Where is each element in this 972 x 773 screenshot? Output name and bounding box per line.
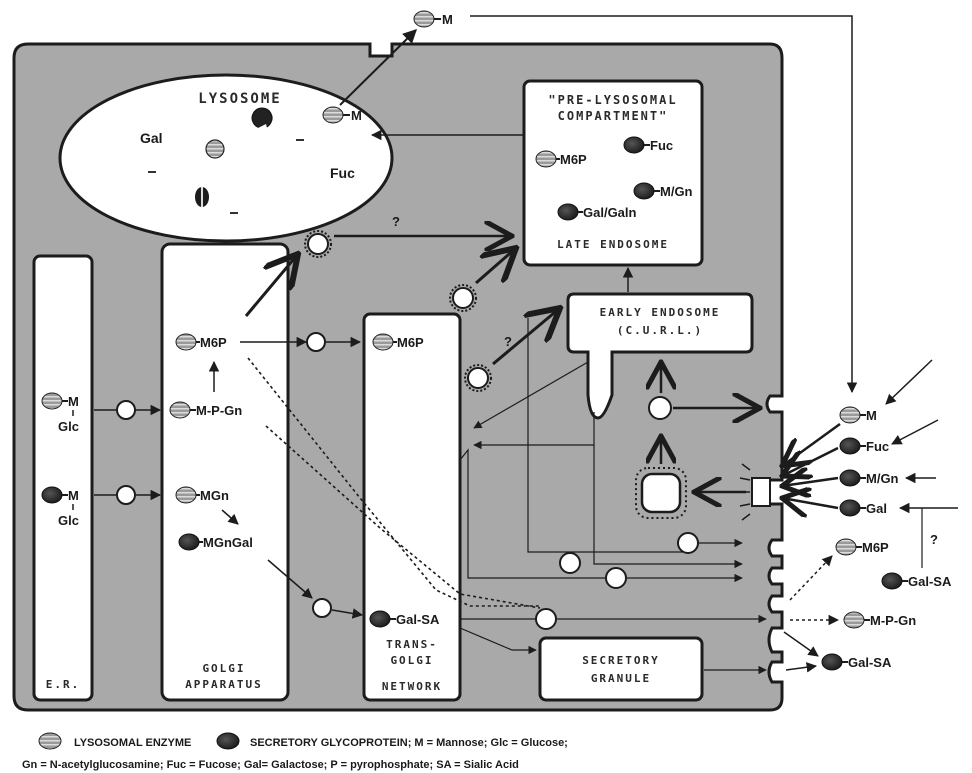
svg-text:M: M xyxy=(68,488,79,503)
tgn-galsa: Gal-SA xyxy=(370,611,440,627)
tgn-m6p: M6P xyxy=(373,334,424,350)
prelyso-label-2: COMPARTMENT" xyxy=(558,109,669,123)
out-Fuc: Fuc xyxy=(840,438,889,454)
lyso-gal-label: Gal xyxy=(140,130,163,146)
out-M: M xyxy=(840,407,877,423)
coated-pit xyxy=(752,478,770,506)
svg-text:M6P: M6P xyxy=(397,335,424,350)
svg-text:Glc: Glc xyxy=(58,513,79,528)
svg-text:Gal-SA: Gal-SA xyxy=(396,612,440,627)
svg-text:M6P: M6P xyxy=(560,152,587,167)
svg-text:Gal/Galn: Gal/Galn xyxy=(583,205,637,220)
svg-text:M: M xyxy=(351,108,362,123)
out-MGn: M/Gn xyxy=(840,470,899,486)
question-mark-3: ? xyxy=(930,532,938,547)
pre-galgaln: Gal/Galn xyxy=(558,204,637,220)
er-golgi-vesicle-2 xyxy=(117,486,135,504)
golgi-mpgn: M-P-Gn xyxy=(170,402,242,418)
out-M6P: M6P xyxy=(836,539,889,555)
svg-text:Glc: Glc xyxy=(58,419,79,434)
svg-text:M/Gn: M/Gn xyxy=(866,471,899,486)
endocytic-vesicle xyxy=(649,397,671,419)
lyso-fuc-label: Fuc xyxy=(330,165,355,181)
lyso-fragment-2 xyxy=(252,108,272,128)
early-endosome-label-1: EARLY ENDOSOME xyxy=(600,306,721,319)
secretory-label-1: SECRETORY xyxy=(582,654,660,667)
golgi-label-1: GOLGI xyxy=(202,662,245,675)
svg-text:M-P-Gn: M-P-Gn xyxy=(196,403,242,418)
golgi-tgn-vesicle xyxy=(307,333,325,351)
prelyso-label-1: "PRE-LYSOSOMAL xyxy=(548,93,677,107)
out-Gal: Gal xyxy=(840,500,887,516)
golgi-tgn-galsa-vesicle xyxy=(313,599,331,617)
svg-text:MGnGal: MGnGal xyxy=(203,535,253,550)
golgi-apparatus xyxy=(162,244,288,700)
svg-text:M6P: M6P xyxy=(862,540,889,555)
svg-text:M6P: M6P xyxy=(200,335,227,350)
tgn-label-2: GOLGI xyxy=(390,654,433,667)
golgi-mgn: MGn xyxy=(176,487,229,503)
legend-lysosomal-swatch xyxy=(39,733,61,749)
svg-text:Fuc: Fuc xyxy=(650,138,673,153)
golgi-mgngal: MGnGal xyxy=(179,534,253,550)
legend-lysosomal-label: LYSOSOMAL ENZYME xyxy=(74,737,191,749)
svg-text:Gal-SA: Gal-SA xyxy=(908,574,952,589)
vesicle-c xyxy=(606,568,626,588)
legend: LYSOSOMAL ENZYME SECRETORY GLYCOPROTEIN;… xyxy=(22,733,568,771)
secretory-label-2: GRANULE xyxy=(591,672,651,685)
lyso-fragment-1 xyxy=(206,140,224,158)
svg-text:M: M xyxy=(68,394,79,409)
endoplasmic-reticulum xyxy=(34,256,92,700)
svg-text:M-P-Gn: M-P-Gn xyxy=(870,613,916,628)
svg-text:Gal: Gal xyxy=(866,501,887,516)
secretory-granule xyxy=(540,638,702,700)
question-mark-2: ? xyxy=(504,334,512,349)
pre-mgn: M/Gn xyxy=(634,183,693,199)
svg-text:M: M xyxy=(442,12,453,27)
secretory-vesicle-constitutive xyxy=(536,609,556,629)
top-external-M: M xyxy=(414,11,453,27)
out-GalSA: Gal-SA xyxy=(822,654,892,670)
legend-secretory-swatch xyxy=(217,733,239,749)
question-mark-1: ? xyxy=(392,214,400,229)
tgn-label-3: NETWORK xyxy=(382,680,442,693)
er-label: E.R. xyxy=(46,678,81,691)
golgi-label-2: APPARATUS xyxy=(185,678,263,691)
vesicle-a xyxy=(678,533,698,553)
pre-m6p: M6P xyxy=(536,151,587,167)
legend-line-2: Gn = N-acetylglucosamine; Fuc = Fucose; … xyxy=(22,759,519,771)
lysosome-label: LYSOSOME xyxy=(198,91,281,107)
late-endosome-label: LATE ENDOSOME xyxy=(557,238,669,251)
svg-text:M/Gn: M/Gn xyxy=(660,184,693,199)
svg-text:Gal-SA: Gal-SA xyxy=(848,655,892,670)
tgn-label-1: TRANS- xyxy=(386,638,438,651)
vesicle-b xyxy=(560,553,580,573)
out-GalSA-question: Gal-SA xyxy=(882,573,952,589)
early-endosome-label-2: (C.U.R.L.) xyxy=(617,324,703,337)
svg-text:Fuc: Fuc xyxy=(866,439,889,454)
golgi-m6p: M6P xyxy=(176,334,227,350)
svg-text:MGn: MGn xyxy=(200,488,229,503)
svg-text:M: M xyxy=(866,408,877,423)
legend-line-1: SECRETORY GLYCOPROTEIN; M = Mannose; Glc… xyxy=(250,737,568,749)
out-MPGn: M-P-Gn xyxy=(844,612,916,628)
er-golgi-vesicle-1 xyxy=(117,401,135,419)
